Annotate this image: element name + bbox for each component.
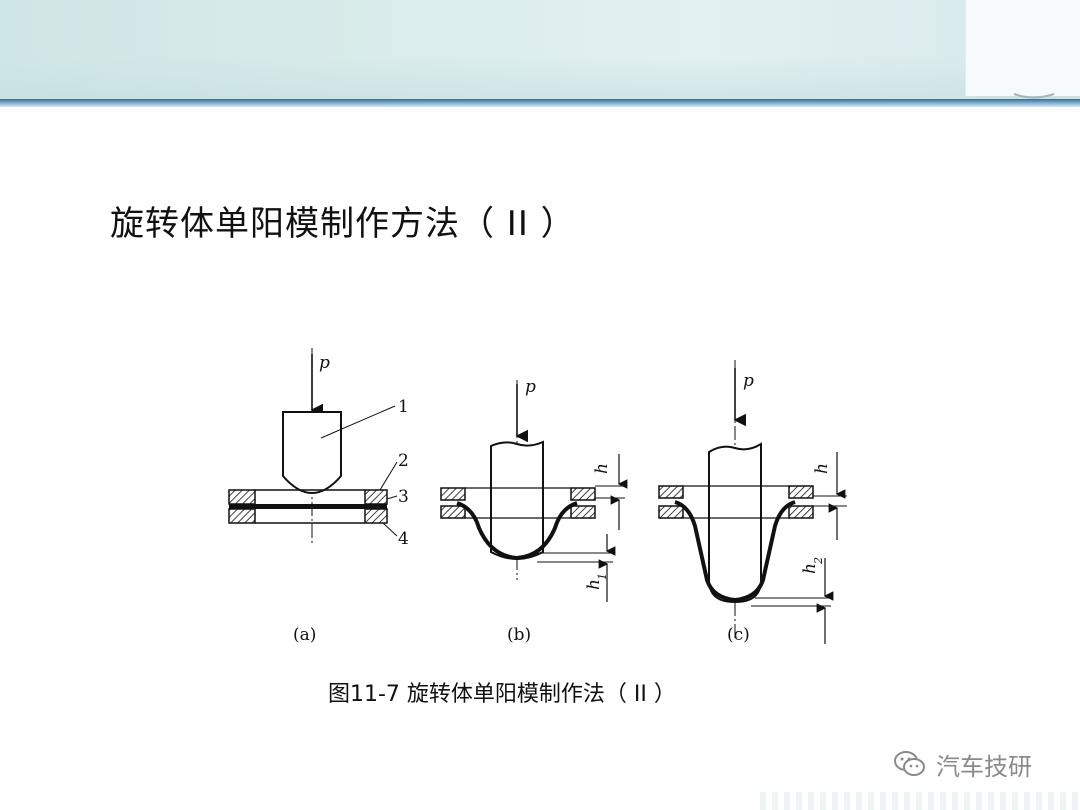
part-number-1: 1 [398, 397, 409, 417]
forming-diagram: p p p 1 2 3 4 h h 1 h h 2 (a) (b) (c) [228, 348, 847, 645]
header-band [0, 0, 1080, 100]
dim-h-c: h [812, 463, 832, 474]
sub-label-b: (b) [507, 625, 531, 645]
dim-h2-c: h [800, 563, 820, 574]
part-number-2: 2 [398, 451, 409, 471]
force-label-b: p [525, 377, 536, 397]
bottom-decoration [760, 792, 1080, 810]
header-rule [0, 99, 1080, 107]
corner-panel [965, 0, 1080, 96]
part-number-3: 3 [398, 487, 409, 507]
sub-label-c: (c) [727, 625, 750, 645]
view-c [658, 360, 847, 644]
wechat-icon [894, 751, 925, 776]
corner-logo-icon [1013, 93, 1055, 99]
dim-h1-b: h [584, 579, 604, 590]
sub-label-a: (a) [293, 625, 316, 645]
force-label-a: p [319, 353, 330, 373]
watermark-text: 汽车技研 [936, 752, 1032, 781]
part-number-4: 4 [398, 529, 409, 549]
dim-h-b: h [592, 463, 612, 474]
figure-caption: 图11-7 旋转体单阳模制作法（ II ） [328, 682, 676, 707]
watermark: 汽车技研 [892, 744, 1032, 784]
dim-h2-sub: 2 [812, 557, 825, 565]
view-b [440, 380, 628, 602]
view-a [228, 348, 398, 545]
force-label-c: p [743, 371, 754, 391]
page-title: 旋转体单阳模制作方法（ II ） [110, 204, 576, 244]
dim-h1-sub: 1 [596, 573, 609, 580]
